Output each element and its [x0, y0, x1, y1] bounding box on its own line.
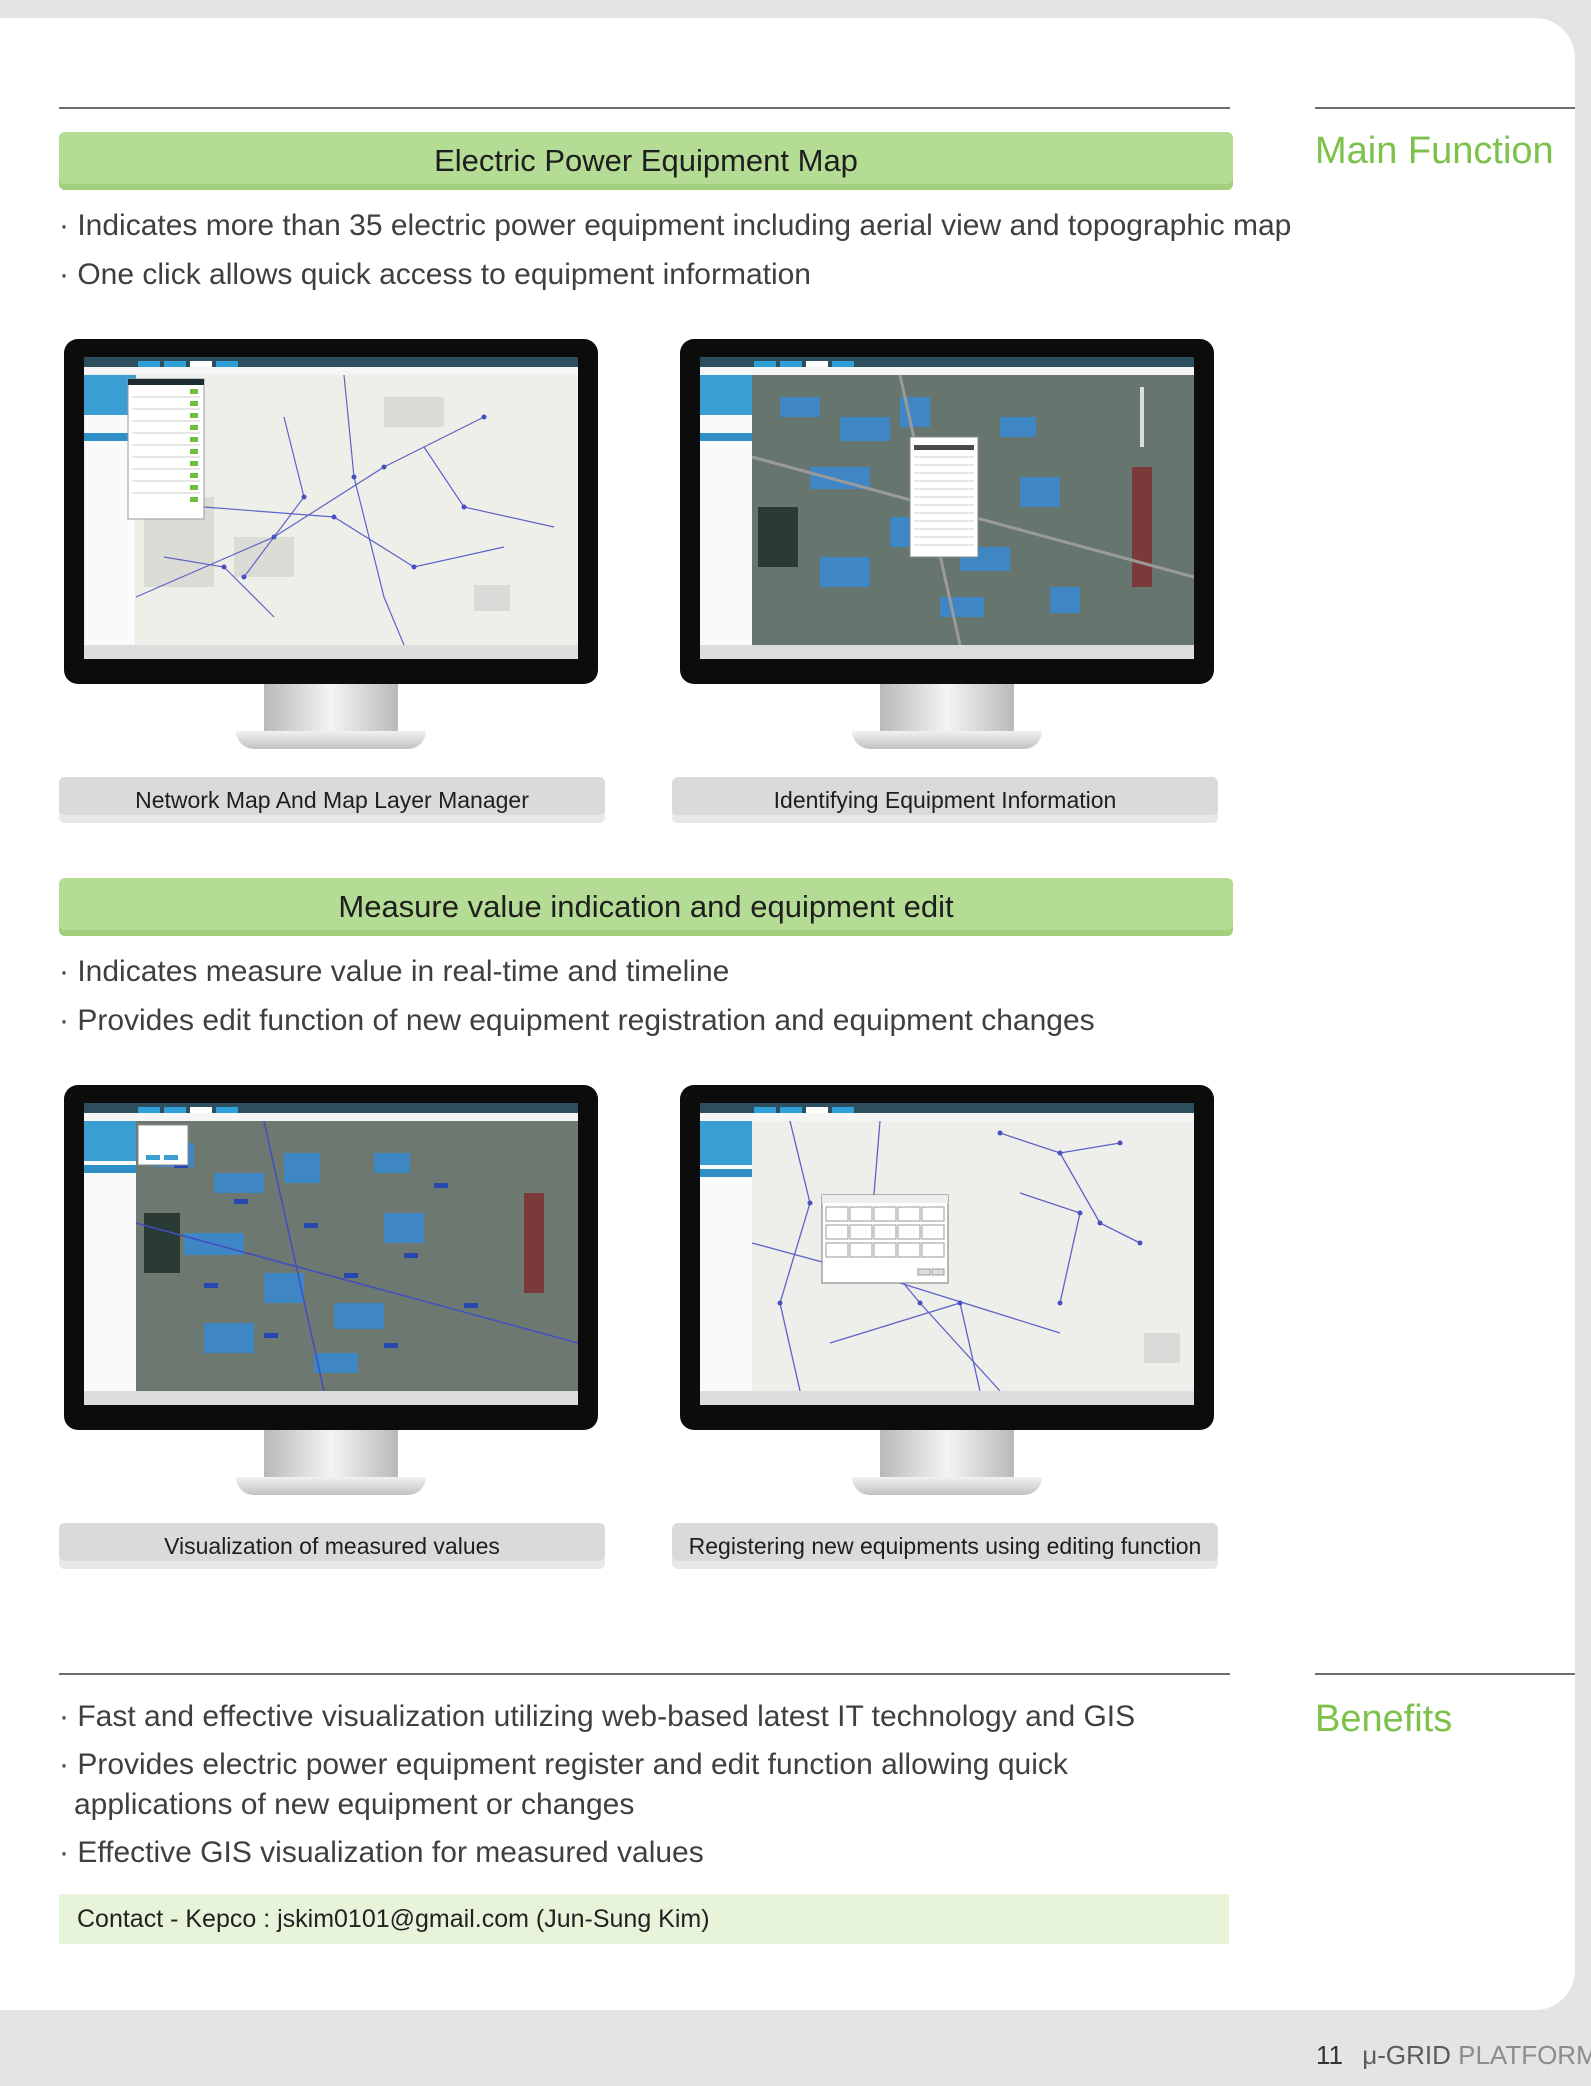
section-divider: [59, 1673, 1230, 1675]
monitor-editing-function: [680, 1085, 1214, 1505]
equipment-map-banner: Electric Power Equipment Map: [59, 132, 1233, 190]
bullet-item: · Provides electric power equipment regi…: [59, 1748, 1068, 1821]
bullet-item: · Provides edit function of new equipmen…: [59, 1004, 1095, 1037]
section-divider: [59, 107, 1230, 109]
monitor-stand: [264, 1430, 398, 1485]
bullet-item: · Effective GIS visualization for measur…: [59, 1836, 704, 1869]
brand-suffix: PLATFORM: [1458, 2040, 1591, 2070]
brand-prefix: μ-GRID: [1362, 2040, 1451, 2070]
monitor-equipment-info: [680, 339, 1214, 759]
side-divider: [1315, 107, 1575, 109]
caption-equipment-info: Identifying Equipment Information: [672, 777, 1218, 823]
brand-name: μ-GRID PLATFORM: [1362, 2040, 1591, 2070]
contact-info: Contact - Kepco : jskim0101@gmail.com (J…: [59, 1894, 1229, 1944]
bullet-item: · Indicates more than 35 electric power …: [59, 209, 1292, 242]
caption-measured-values: Visualization of measured values: [59, 1523, 605, 1569]
network-map-screenshot: [84, 357, 578, 659]
bullet-item: · Indicates measure value in real-time a…: [59, 955, 730, 988]
measure-edit-banner: Measure value indication and equipment e…: [59, 878, 1233, 936]
page-footer: 11 μ-GRID PLATFORM: [1316, 2040, 1591, 2071]
monitor-foot: [236, 1477, 426, 1495]
benefits-heading: Benefits: [1315, 1698, 1453, 1740]
caption-editing-function: Registering new equipments using editing…: [672, 1523, 1218, 1569]
monitor-stand: [880, 1430, 1014, 1485]
side-divider: [1315, 1673, 1575, 1675]
editing-function-screenshot: [700, 1103, 1194, 1405]
monitor-foot: [236, 731, 426, 749]
equipment-info-screenshot: [700, 357, 1194, 659]
bullet-item: · Fast and effective visualization utili…: [59, 1700, 1136, 1733]
monitor-stand: [264, 684, 398, 739]
measured-values-screenshot: [84, 1103, 578, 1405]
monitor-foot: [852, 1477, 1042, 1495]
monitor-foot: [852, 731, 1042, 749]
caption-network-map: Network Map And Map Layer Manager: [59, 777, 605, 823]
main-function-heading: Main Function: [1315, 130, 1554, 172]
page-number: 11: [1316, 2040, 1343, 2070]
monitor-stand: [880, 684, 1014, 739]
bullet-item: · One click allows quick access to equip…: [59, 258, 811, 291]
monitor-network-map: [64, 339, 598, 759]
monitor-measured-values: [64, 1085, 598, 1505]
